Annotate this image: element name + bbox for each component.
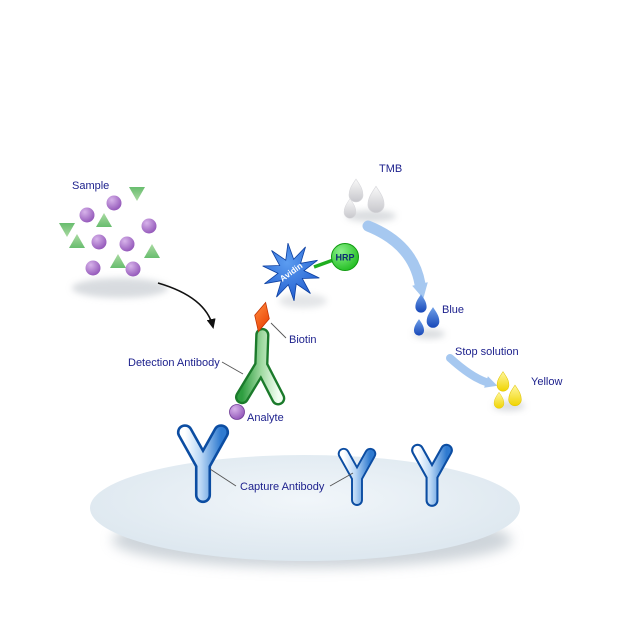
biotin-leader bbox=[270, 322, 287, 339]
sample-analyte-particle bbox=[125, 261, 141, 277]
tmb-label: TMB bbox=[379, 163, 402, 175]
sample-analyte-particle bbox=[85, 260, 101, 276]
sample-analyte-particle bbox=[141, 218, 157, 234]
sample-triangle bbox=[144, 244, 160, 258]
sample-analyte-particle bbox=[91, 234, 107, 250]
sample-label: Sample bbox=[72, 180, 109, 192]
stop-arrow bbox=[446, 354, 498, 388]
analyte-particle bbox=[229, 404, 245, 420]
biotin-diamond bbox=[254, 301, 270, 333]
blue-label: Blue bbox=[442, 304, 464, 316]
hrp-enzyme: HRP bbox=[331, 243, 359, 271]
sample-triangle bbox=[96, 213, 112, 227]
sample-analyte-particle bbox=[106, 195, 122, 211]
analyte-label: Analyte bbox=[247, 412, 284, 424]
hrp-label: HRP bbox=[335, 253, 354, 263]
biotin-label: Biotin bbox=[289, 334, 317, 346]
sample-analyte-particle bbox=[79, 207, 95, 223]
capture-antibody-label: Capture Antibody bbox=[240, 481, 325, 493]
sample-triangle bbox=[110, 254, 126, 268]
sample-analyte-particle bbox=[119, 236, 135, 252]
yellow-label: Yellow bbox=[531, 376, 562, 388]
sample-triangle bbox=[69, 234, 85, 248]
capture-leader-right bbox=[329, 472, 354, 487]
tmb-to-blue-arrow bbox=[362, 220, 428, 299]
avidin-star: Avidin bbox=[262, 242, 320, 302]
stop-solution-label: Stop solution bbox=[455, 346, 519, 358]
detection-antibody bbox=[242, 334, 280, 398]
detection-leader bbox=[221, 361, 244, 375]
sample-triangle bbox=[129, 187, 145, 201]
capture-leader-left bbox=[209, 468, 237, 487]
sample-to-antibody-arrow bbox=[157, 282, 216, 329]
sample-triangle bbox=[59, 223, 75, 237]
avidin-shadow bbox=[279, 294, 327, 308]
microplate-well-surface bbox=[90, 455, 520, 561]
detection-antibody-label: Detection Antibody bbox=[128, 357, 220, 369]
tmb-shadow bbox=[346, 210, 396, 222]
sample-shadow bbox=[72, 278, 168, 298]
sample-cluster: Sample bbox=[59, 180, 160, 277]
